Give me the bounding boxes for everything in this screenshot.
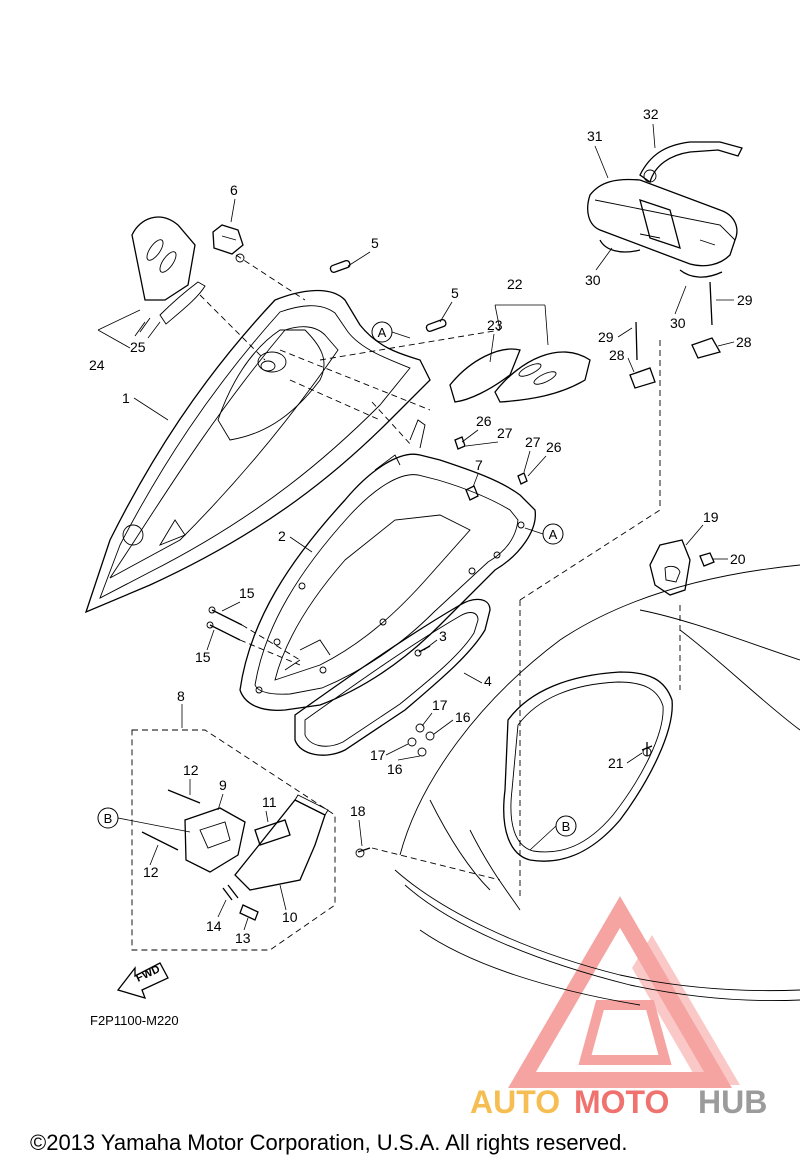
strap-part (639, 141, 743, 184)
switch-part (212, 224, 245, 263)
callout-number: 6 (230, 182, 238, 198)
svg-text:MOTO: MOTO (574, 1084, 669, 1120)
fastener-parts (407, 436, 528, 757)
callout-number: 8 (177, 688, 185, 704)
callout-number: 1 (122, 390, 130, 406)
callout-number: 9 (219, 777, 227, 793)
callout-number: 4 (484, 673, 492, 689)
callout-number: 3 (439, 628, 447, 644)
callout-number: 5 (371, 235, 379, 251)
callout-number: 17 (432, 697, 448, 713)
watermark-text: AUTO MOTO HUB (470, 1084, 767, 1120)
callout-group: 1 2 3 4 5 5 6 7 8 9 10 11 12 12 13 14 15… (89, 106, 753, 946)
side-decal-part (97, 216, 206, 349)
fwd-arrow: FWD (116, 962, 169, 999)
callout-number: 26 (546, 439, 562, 455)
callout-number: 18 (350, 803, 366, 819)
callout-number: 29 (737, 292, 753, 308)
callout-number: 27 (525, 434, 541, 450)
reference-mark-b: B (97, 807, 191, 833)
assembly-group-outline (131, 729, 336, 951)
callout-number: 16 (455, 709, 471, 725)
callout-number: 22 (507, 276, 523, 292)
callout-number: 19 (703, 509, 719, 525)
callout-number: 25 (130, 339, 146, 355)
callout-number: 5 (451, 285, 459, 301)
svg-text:B: B (562, 819, 571, 834)
gasket-part (294, 598, 491, 756)
callout-number: 32 (643, 106, 659, 122)
bracket-part (449, 304, 591, 403)
drawing-code: F2P1100-M220 (90, 1013, 179, 1028)
callout-number: 26 (476, 413, 492, 429)
box-part (587, 178, 738, 267)
deck-cover-part (84, 289, 431, 614)
callout-number: 7 (475, 457, 483, 473)
callout-number: 12 (143, 864, 159, 880)
svg-text:A: A (378, 325, 387, 340)
callout-number: 20 (730, 551, 746, 567)
reference-mark-b: B (529, 815, 577, 851)
callout-number: 28 (736, 334, 752, 350)
callout-number: 17 (370, 747, 386, 763)
callout-number: 15 (239, 585, 255, 601)
callout-number: 11 (262, 794, 277, 810)
storage-tray-part (239, 419, 536, 711)
svg-text:A: A (549, 527, 558, 542)
callout-number: 21 (608, 755, 624, 771)
callout-number: 28 (609, 347, 625, 363)
callout-number: 2 (278, 528, 286, 544)
pedal-assembly-part (141, 789, 329, 921)
callout-number: 31 (587, 128, 603, 144)
bolt-part (206, 606, 243, 641)
hook-part (641, 539, 715, 757)
callout-number: 29 (598, 329, 614, 345)
callout-number: 30 (670, 315, 686, 331)
callout-number: 23 (487, 317, 503, 333)
callout-number: 12 (183, 762, 199, 778)
callout-number: 24 (89, 357, 105, 373)
callout-number: 14 (206, 918, 222, 934)
callout-number: 16 (387, 761, 403, 777)
pin-part (329, 259, 447, 332)
callout-number: 15 (195, 649, 211, 665)
svg-text:AUTO: AUTO (470, 1084, 560, 1120)
fwd-label: FWD (134, 963, 162, 984)
reference-mark-a: A (524, 523, 564, 545)
reference-mark-a: A (371, 321, 411, 343)
callout-number: 10 (282, 909, 298, 925)
callout-number: 27 (497, 425, 513, 441)
callout-number: 13 (235, 930, 251, 946)
strap-clip-parts (599, 239, 723, 389)
watermark-logo (508, 896, 740, 1088)
svg-text:B: B (104, 811, 113, 826)
copyright-notice: ©2013 Yamaha Motor Corporation, U.S.A. A… (30, 1130, 627, 1155)
svg-text:HUB: HUB (698, 1084, 767, 1120)
callout-number: 30 (585, 272, 601, 288)
